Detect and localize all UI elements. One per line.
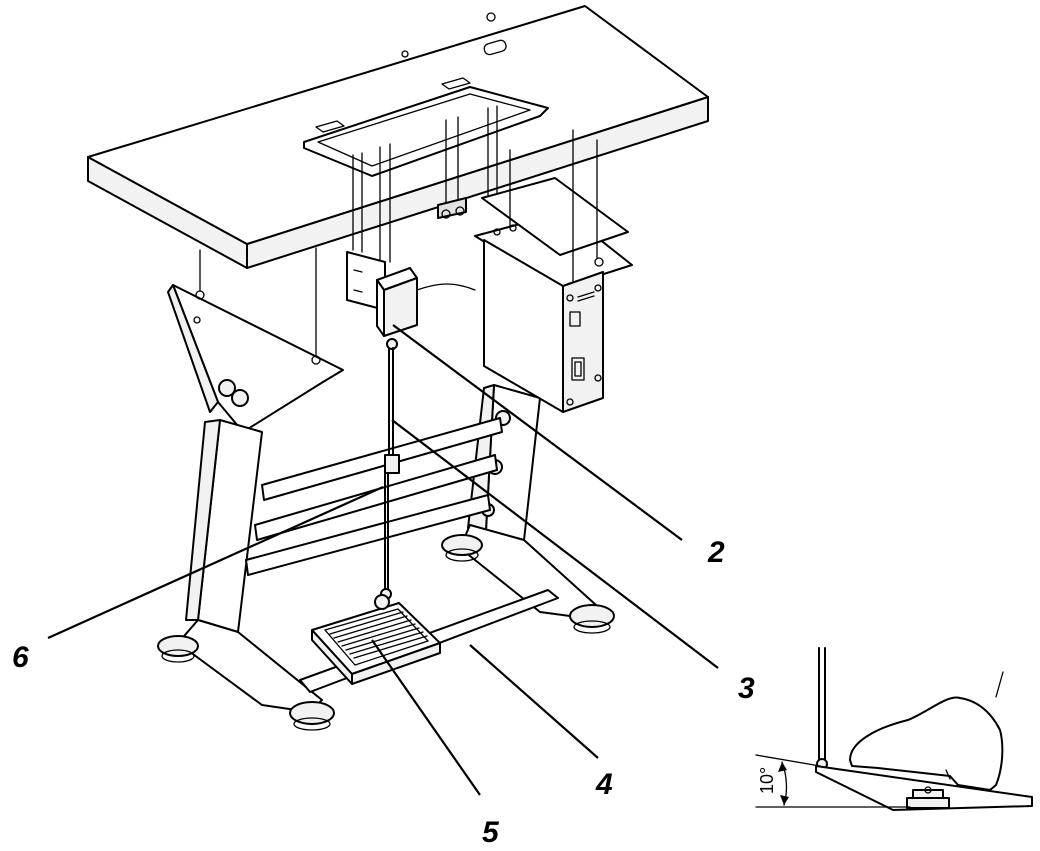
- pedal-angle-detail: 10°: [755, 647, 1033, 811]
- table-top: [87, 5, 709, 269]
- callout-5: 5: [482, 816, 500, 849]
- angle-label-10-degrees: 10°: [757, 767, 777, 794]
- callout-6: 6: [12, 641, 29, 674]
- leader-lines: [47, 324, 719, 796]
- table-hole: [486, 12, 496, 22]
- left-leg: [157, 247, 344, 731]
- callout-4: 4: [595, 768, 613, 801]
- callout-3: 3: [738, 672, 755, 705]
- control-box: [474, 129, 633, 413]
- pedal: [311, 594, 441, 685]
- table-hole: [401, 50, 409, 58]
- callout-2: 2: [707, 536, 725, 569]
- speed-control-unit: [346, 251, 476, 350]
- pedal-grip-lines: [329, 611, 428, 659]
- pull-rod: [380, 347, 400, 600]
